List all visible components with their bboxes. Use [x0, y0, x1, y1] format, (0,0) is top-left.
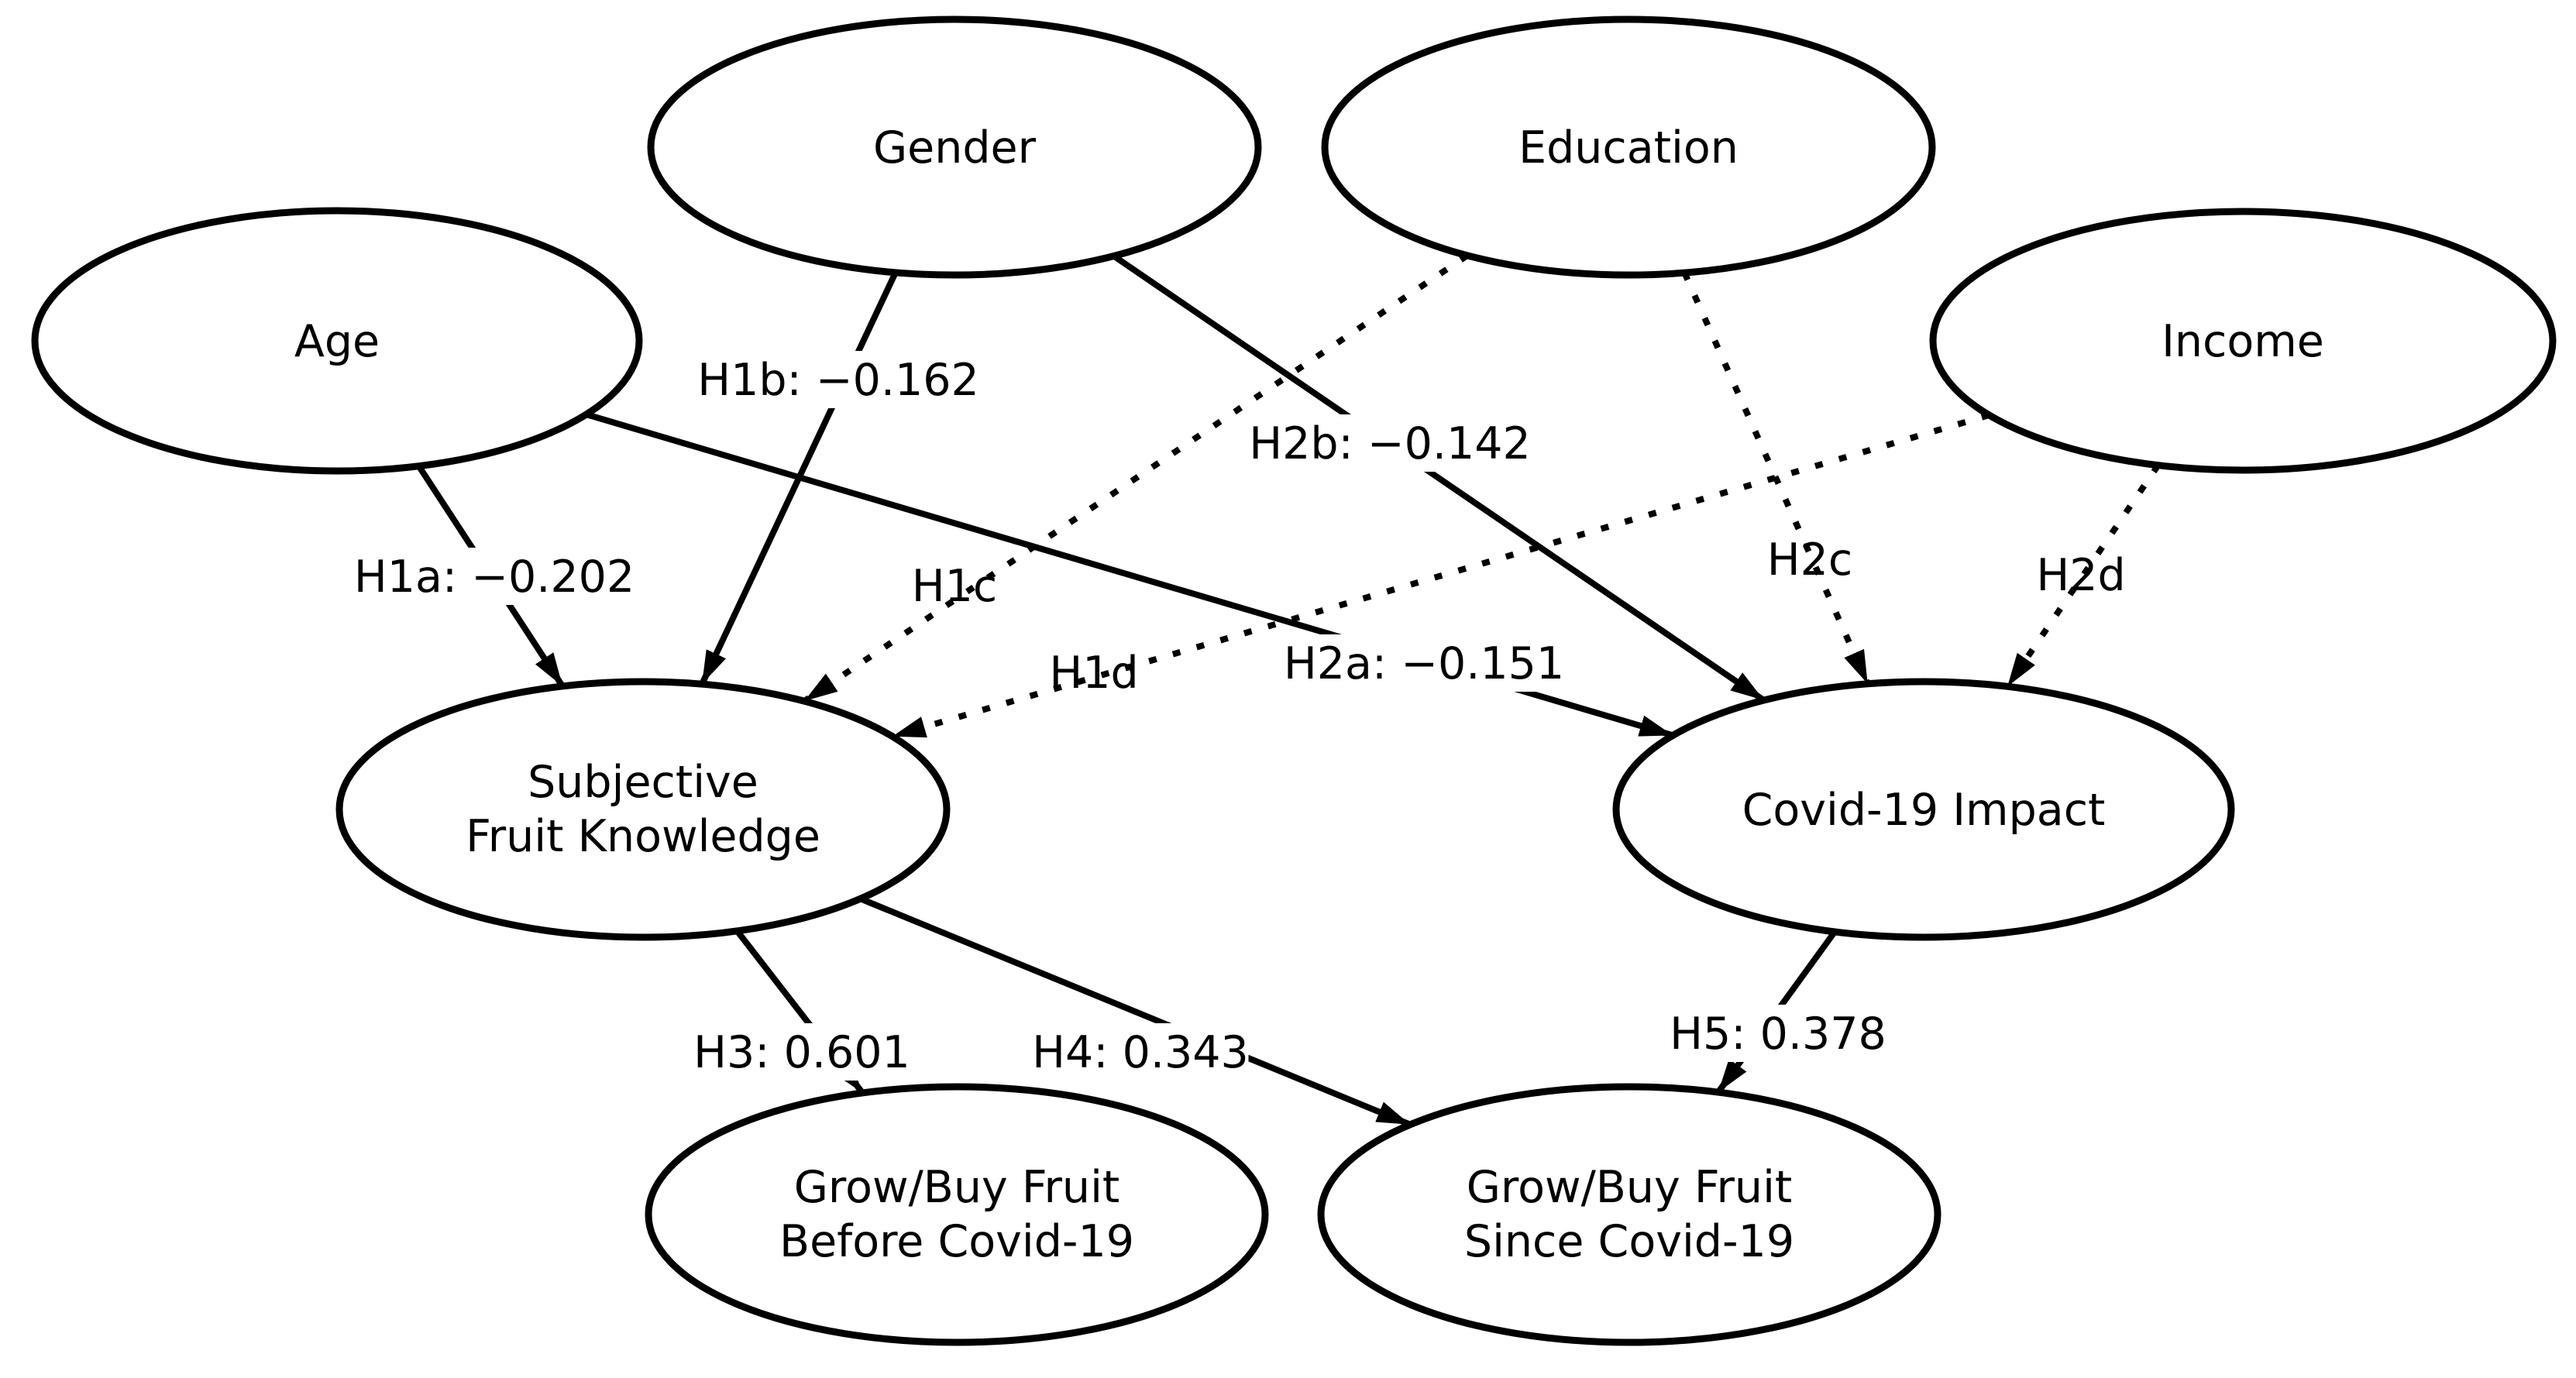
node-since [1317, 1083, 1941, 1346]
node-gender [647, 15, 1262, 279]
edge-label-H1d: H1d [1049, 648, 1138, 699]
node-sfk [335, 678, 951, 941]
node-income [1929, 208, 2557, 474]
node-label-education: Education [1518, 122, 1739, 174]
edge-label-H1c: H1c [912, 561, 997, 612]
edge-H1c [802, 253, 1470, 704]
node-education [1321, 15, 1936, 279]
edge-label-H2c: H2c [1767, 534, 1852, 586]
edge-label-H2b: H2b: −0.142 [1249, 418, 1531, 469]
node-age [31, 207, 643, 475]
node-before [645, 1083, 1269, 1346]
edge-label-bg-H4 [1032, 1023, 1249, 1081]
edge-H1d [891, 412, 1990, 740]
node-covid [1612, 678, 2235, 941]
node-label-income: Income [2162, 316, 2324, 367]
node-label-sfk-line2: Fruit Knowledge [466, 811, 820, 862]
edge-label-bg-H1a [362, 548, 627, 605]
edge-H2b [1112, 253, 1766, 703]
node-labels-layer: Age Gender EducationIncomeSubjectiveFruit … [294, 122, 2324, 1267]
edge-label-bg-H3 [693, 1023, 910, 1081]
node-label-sfk-line1: Subjective [528, 757, 758, 808]
edge-label-H2d: H2d [2036, 550, 2125, 601]
edge-H2c [1681, 271, 1871, 686]
edge-label-bg-H2b [1257, 414, 1522, 472]
node-label-covid: Covid-19 Impact [1742, 785, 2106, 836]
node-label-before-line2: Before Covid-19 [779, 1216, 1134, 1267]
node-label-since-line1: Grow/Buy Fruit [1467, 1162, 1793, 1213]
edge-label-H1b: H1b: −0.162 [697, 355, 979, 406]
nodes-layer [31, 15, 2557, 1346]
node-label-gender: Gender [873, 122, 1037, 174]
node-label-since-line2: Since Covid-19 [1464, 1216, 1794, 1267]
edge-label-H4: H4: 0.343 [1032, 1027, 1249, 1078]
edge-label-H5: H5: 0.378 [1670, 1009, 1886, 1060]
node-label-before-line1: Grow/Buy Fruit [794, 1162, 1120, 1213]
edge-label-H3: H3: 0.601 [693, 1027, 910, 1078]
edge-label-bg-H1b [706, 351, 971, 408]
edge-label-H1a: H1a: −0.202 [354, 552, 635, 603]
edge-label-bg-H2a [1291, 634, 1556, 692]
edge-label-H2a: H2a: −0.151 [1284, 638, 1564, 689]
edge-H4 [859, 895, 1412, 1128]
edge-label-bg-H5 [1670, 1005, 1886, 1062]
node-label-age: Age [294, 316, 380, 367]
